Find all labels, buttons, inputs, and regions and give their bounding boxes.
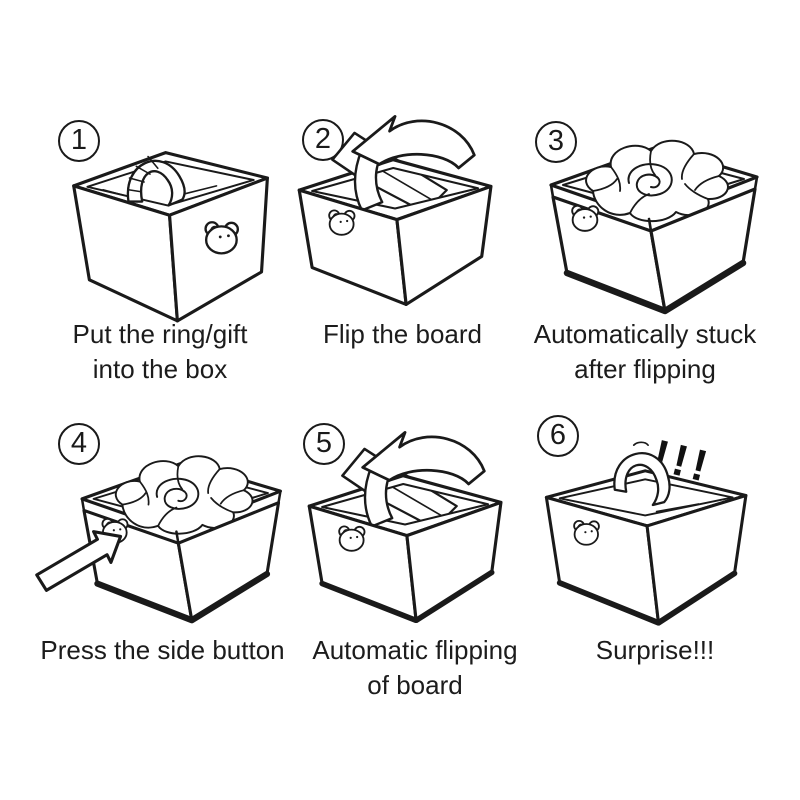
step-number: 6 (549, 418, 567, 451)
open-box-revealed (544, 441, 748, 626)
flip-board-box (300, 425, 512, 624)
step-5-illustration (300, 425, 512, 624)
caption-line: into the box (92, 354, 228, 384)
step-2-caption: Flip the board (290, 317, 515, 352)
step-2: 2 Flip the board (290, 105, 515, 415)
step-5: 5 Automatic flipping of board (295, 415, 535, 725)
rose-lid-box (531, 127, 771, 327)
step-1: 1 Put the ring/gift into the box (30, 105, 290, 415)
press-arrow-icon (35, 530, 123, 592)
rose-lid-box-with-arrow (35, 443, 292, 640)
caption-line: Press the side button (40, 635, 285, 665)
step-1-caption: Put the ring/gift into the box (30, 317, 290, 387)
step-5-number-badge: 5 (303, 423, 345, 465)
step-3-caption: Automatically stuck after flipping (515, 317, 775, 387)
step-1-number-badge: 1 (58, 120, 100, 162)
step-4-illustration (30, 443, 292, 640)
caption-line: of board (367, 670, 463, 700)
step-3-number-badge: 3 (535, 121, 577, 163)
step-number: 4 (70, 426, 88, 459)
step-2-illustration (290, 109, 502, 307)
step-5-caption: Automatic flipping of board (295, 633, 535, 703)
step-number: 1 (70, 123, 88, 156)
step-3-illustration (531, 127, 771, 327)
step-4: 4 Press the side button (30, 415, 295, 725)
step-4-caption: Press the side button (30, 633, 295, 668)
step-2-number-badge: 2 (302, 119, 344, 161)
step-1-illustration (60, 135, 285, 331)
step-number: 3 (547, 124, 565, 157)
step-6-caption: Surprise!!! (535, 633, 775, 668)
open-box-drawing (72, 151, 269, 323)
step-6-illustration (535, 429, 763, 629)
step-number: 2 (314, 122, 332, 155)
step-6-number-badge: 6 (537, 415, 579, 457)
step-6: 6 !!! Surprise!!! (535, 415, 775, 725)
caption-line: after flipping (574, 354, 716, 384)
caption-line: Automatically stuck (533, 319, 757, 349)
caption-line: Flip the board (323, 319, 482, 349)
step-number: 5 (315, 426, 333, 459)
flip-board-box (290, 109, 502, 307)
step-4-number-badge: 4 (58, 423, 100, 465)
step-3: 3 Automatically stuck after flipping (515, 105, 775, 415)
caption-line: Surprise!!! (595, 635, 715, 665)
caption-line: Automatic flipping (312, 635, 518, 665)
ring-holder-arch (613, 452, 671, 507)
caption-line: Put the ring/gift (72, 319, 248, 349)
